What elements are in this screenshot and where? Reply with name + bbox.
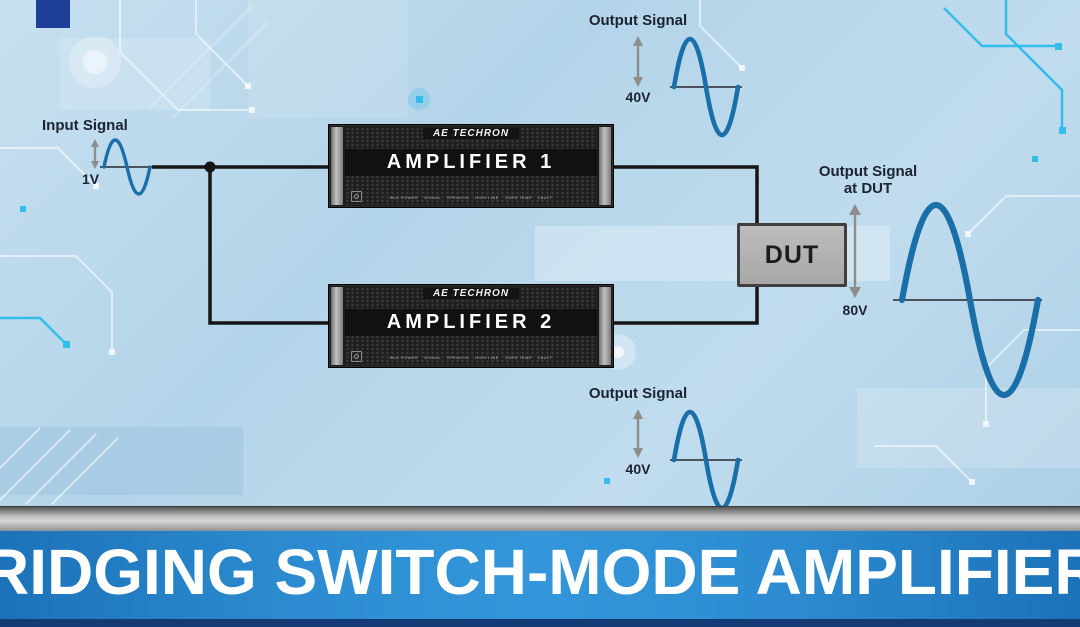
amplifier1-panel: AE TECHRON AMPLIFIER 1 BUS POWER SIGNAL … bbox=[328, 124, 614, 208]
bg-panel bbox=[857, 388, 1080, 468]
dut-output-voltage-label: 80V bbox=[842, 302, 868, 318]
bg-panel bbox=[248, 0, 408, 118]
bottom-navy-strip bbox=[0, 619, 1080, 627]
banner-title: BRIDGING SWITCH-MODE AMPLIFIERS bbox=[0, 536, 1080, 609]
circuit-traces bbox=[0, 0, 1080, 504]
metal-divider-bar bbox=[0, 506, 1080, 532]
amp2-voltage-arrow bbox=[633, 409, 643, 458]
glow-spots bbox=[69, 36, 636, 370]
amp2-rack-rail-left bbox=[331, 287, 343, 365]
bg-panel bbox=[0, 427, 243, 495]
dut-output-sine-wave bbox=[898, 202, 1042, 398]
cyan-endpoints bbox=[20, 43, 1066, 484]
input-voltage-label: 1V bbox=[82, 171, 100, 187]
dut-box: DUT bbox=[737, 223, 847, 287]
dark-blue-square bbox=[36, 0, 70, 28]
input-wire-amp2 bbox=[208, 167, 330, 325]
amp2-output-signal-label: Output Signal bbox=[588, 385, 688, 402]
amp1-brand-logo: AE TECHRON bbox=[422, 128, 520, 139]
waveforms bbox=[102, 36, 1042, 511]
amp1-output-voltage-label: 40V bbox=[625, 89, 651, 105]
amp2-output-voltage-label: 40V bbox=[625, 461, 651, 477]
input-voltage-arrow bbox=[91, 139, 99, 169]
voltage-arrows bbox=[91, 36, 861, 458]
amp2-output-sine-wave bbox=[671, 409, 741, 511]
amp1-rack-rail-left bbox=[331, 127, 343, 205]
amp2-indicator-labels: BUS POWER SIGNAL SPEAKON HIGH LINE OVER … bbox=[389, 355, 553, 360]
junction-dot bbox=[204, 161, 216, 173]
amp2-name-label: AMPLIFIER 2 bbox=[345, 309, 597, 336]
amp2-rack-rail-right bbox=[599, 287, 611, 365]
amplifier2-panel: AE TECHRON AMPLIFIER 2 BUS POWER SIGNAL … bbox=[328, 284, 614, 368]
input-signal-label: Input Signal bbox=[42, 117, 128, 134]
amp2-output-wire bbox=[612, 281, 759, 325]
cyan-traces bbox=[0, 0, 1064, 345]
trace-endpoints bbox=[93, 65, 989, 485]
title-banner: BRIDGING SWITCH-MODE AMPLIFIERS bbox=[0, 531, 1080, 619]
bg-panel bbox=[60, 38, 210, 110]
amp2-brand-logo: AE TECHRON bbox=[422, 288, 520, 299]
dut-label: DUT bbox=[764, 240, 820, 269]
amp1-output-signal-label: Output Signal bbox=[588, 12, 688, 29]
amp1-indicator-labels: BUS POWER SIGNAL SPEAKON HIGH LINE OVER … bbox=[389, 195, 553, 200]
input-sine-wave bbox=[102, 138, 152, 196]
dut-output-label-line2: at DUT bbox=[843, 180, 893, 197]
dut-voltage-arrow bbox=[849, 204, 861, 298]
amp1-rack-rail-right bbox=[599, 127, 611, 205]
amp1-power-button-icon bbox=[351, 191, 362, 202]
amp1-name-label: AMPLIFIER 1 bbox=[345, 149, 597, 176]
amp1-voltage-arrow bbox=[633, 36, 643, 87]
amp2-power-button-icon bbox=[351, 351, 362, 362]
dut-output-label-line1: Output Signal bbox=[818, 163, 918, 180]
amp1-output-wire bbox=[612, 165, 759, 225]
amp1-output-sine-wave bbox=[671, 36, 741, 138]
dut-output-signal-label: Output Signal at DUT bbox=[792, 163, 944, 197]
